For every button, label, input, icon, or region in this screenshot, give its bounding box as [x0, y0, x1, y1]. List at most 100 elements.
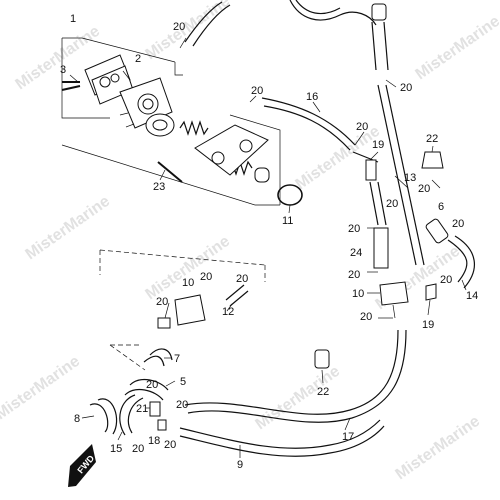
screw	[61, 85, 81, 91]
callout-8: 8	[74, 413, 80, 425]
part-22-clip	[421, 151, 444, 169]
pipe-24	[373, 227, 389, 269]
leader-line	[249, 95, 257, 103]
callout-10: 10	[352, 288, 364, 300]
hose-segment	[377, 181, 387, 226]
callout-9: 9	[237, 459, 243, 471]
pump-diaphragm-center	[152, 119, 168, 131]
hose-15	[119, 394, 136, 436]
leader-line	[159, 169, 166, 181]
callout-21: 21	[136, 403, 148, 415]
watermark-text: MisterMarine	[143, 0, 234, 63]
hose-14	[454, 235, 476, 289]
hose-top-right	[289, 0, 377, 26]
callout-20: 20	[236, 273, 248, 285]
watermark-text: MisterMarine	[23, 193, 114, 264]
leader-line	[431, 179, 441, 189]
top-hose-lines	[184, 0, 389, 71]
callout-20: 20	[400, 82, 412, 94]
callout-20: 20	[360, 311, 372, 323]
callout-19: 19	[372, 139, 384, 151]
leader-line	[117, 431, 123, 441]
part-22-clip-b	[314, 349, 330, 369]
fuel-filter-10	[379, 281, 409, 306]
lower-hose-network	[89, 329, 407, 457]
fuel-filter-10-left	[174, 294, 206, 326]
pump-chamber-inner	[142, 98, 154, 110]
pump-nipple	[125, 123, 135, 128]
callout-16: 16	[306, 91, 318, 103]
leader-line	[81, 415, 95, 419]
callout-22: 22	[426, 133, 438, 145]
group-bracket	[109, 344, 146, 371]
bolt	[157, 161, 183, 183]
callout-20: 20	[418, 183, 430, 195]
pump-housing	[194, 124, 269, 176]
o-ring	[277, 184, 303, 206]
hose-14	[447, 239, 468, 283]
callout-3: 3	[60, 64, 66, 76]
callout-labels: 1 2 3 20 20 20 16 20 22 19 13 20 20 6 20…	[60, 13, 478, 471]
group-bracket	[99, 249, 266, 266]
leader-line	[431, 145, 434, 153]
hose-top-left	[192, 4, 231, 47]
leader-line	[385, 79, 397, 88]
callout-23: 23	[153, 181, 165, 193]
callout-20: 20	[251, 85, 263, 97]
hose-8	[97, 398, 118, 435]
callout-15: 15	[110, 443, 122, 455]
hose-7	[143, 355, 165, 367]
callout-2: 2	[135, 53, 141, 65]
callout-20: 20	[173, 21, 185, 33]
leader-line	[165, 380, 176, 387]
watermark-layer: MisterMarine MisterMarine MisterMarine M…	[0, 0, 500, 483]
filter-outlet	[392, 304, 396, 319]
group-bracket	[229, 114, 281, 205]
watermark-text: MisterMarine	[413, 13, 500, 84]
clamp-20	[157, 317, 171, 329]
callout-6: 6	[438, 201, 444, 213]
fwd-arrow	[68, 444, 96, 487]
leader-line	[122, 70, 131, 81]
leader-lines	[69, 37, 467, 458]
callout-17: 17	[342, 431, 354, 443]
hose-9	[179, 425, 385, 457]
pump-port	[99, 76, 111, 88]
leader-line	[427, 299, 431, 316]
callout-14: 14	[466, 290, 478, 302]
hose-17	[187, 329, 407, 423]
hose-15	[127, 397, 144, 434]
leader-line	[394, 175, 409, 189]
top-connector	[371, 3, 387, 21]
callout-5: 5	[180, 376, 186, 388]
group-bracket	[61, 38, 110, 119]
callout-20: 20	[156, 296, 168, 308]
hose-17	[184, 329, 399, 415]
pump-nipple	[119, 112, 129, 116]
hose-top-left	[184, 1, 223, 43]
callout-24: 24	[350, 247, 362, 259]
watermark-text: MisterMarine	[393, 413, 484, 484]
group-bracket	[81, 37, 176, 63]
pump-spring	[179, 120, 209, 136]
fuel-filter-6	[425, 218, 449, 244]
callout-20: 20	[200, 271, 212, 283]
leader-line	[288, 204, 291, 214]
leader-line	[369, 151, 379, 161]
hose-16	[261, 97, 356, 146]
hose-long-right	[377, 84, 417, 266]
callout-1: 1	[70, 13, 76, 25]
callout-20: 20	[132, 443, 144, 455]
hose-top-right	[295, 0, 341, 15]
leader-line	[164, 302, 170, 319]
leader-line	[344, 417, 351, 431]
callout-18: 18	[148, 435, 160, 447]
pump-housing-port	[239, 139, 253, 153]
joint-18	[157, 419, 167, 431]
leader-line	[312, 101, 321, 113]
hose-16	[263, 105, 351, 151]
leader-line	[321, 369, 324, 384]
callout-20: 20	[146, 379, 158, 391]
watermark-text: MisterMarine	[0, 353, 83, 424]
t-joint-21	[149, 401, 161, 417]
